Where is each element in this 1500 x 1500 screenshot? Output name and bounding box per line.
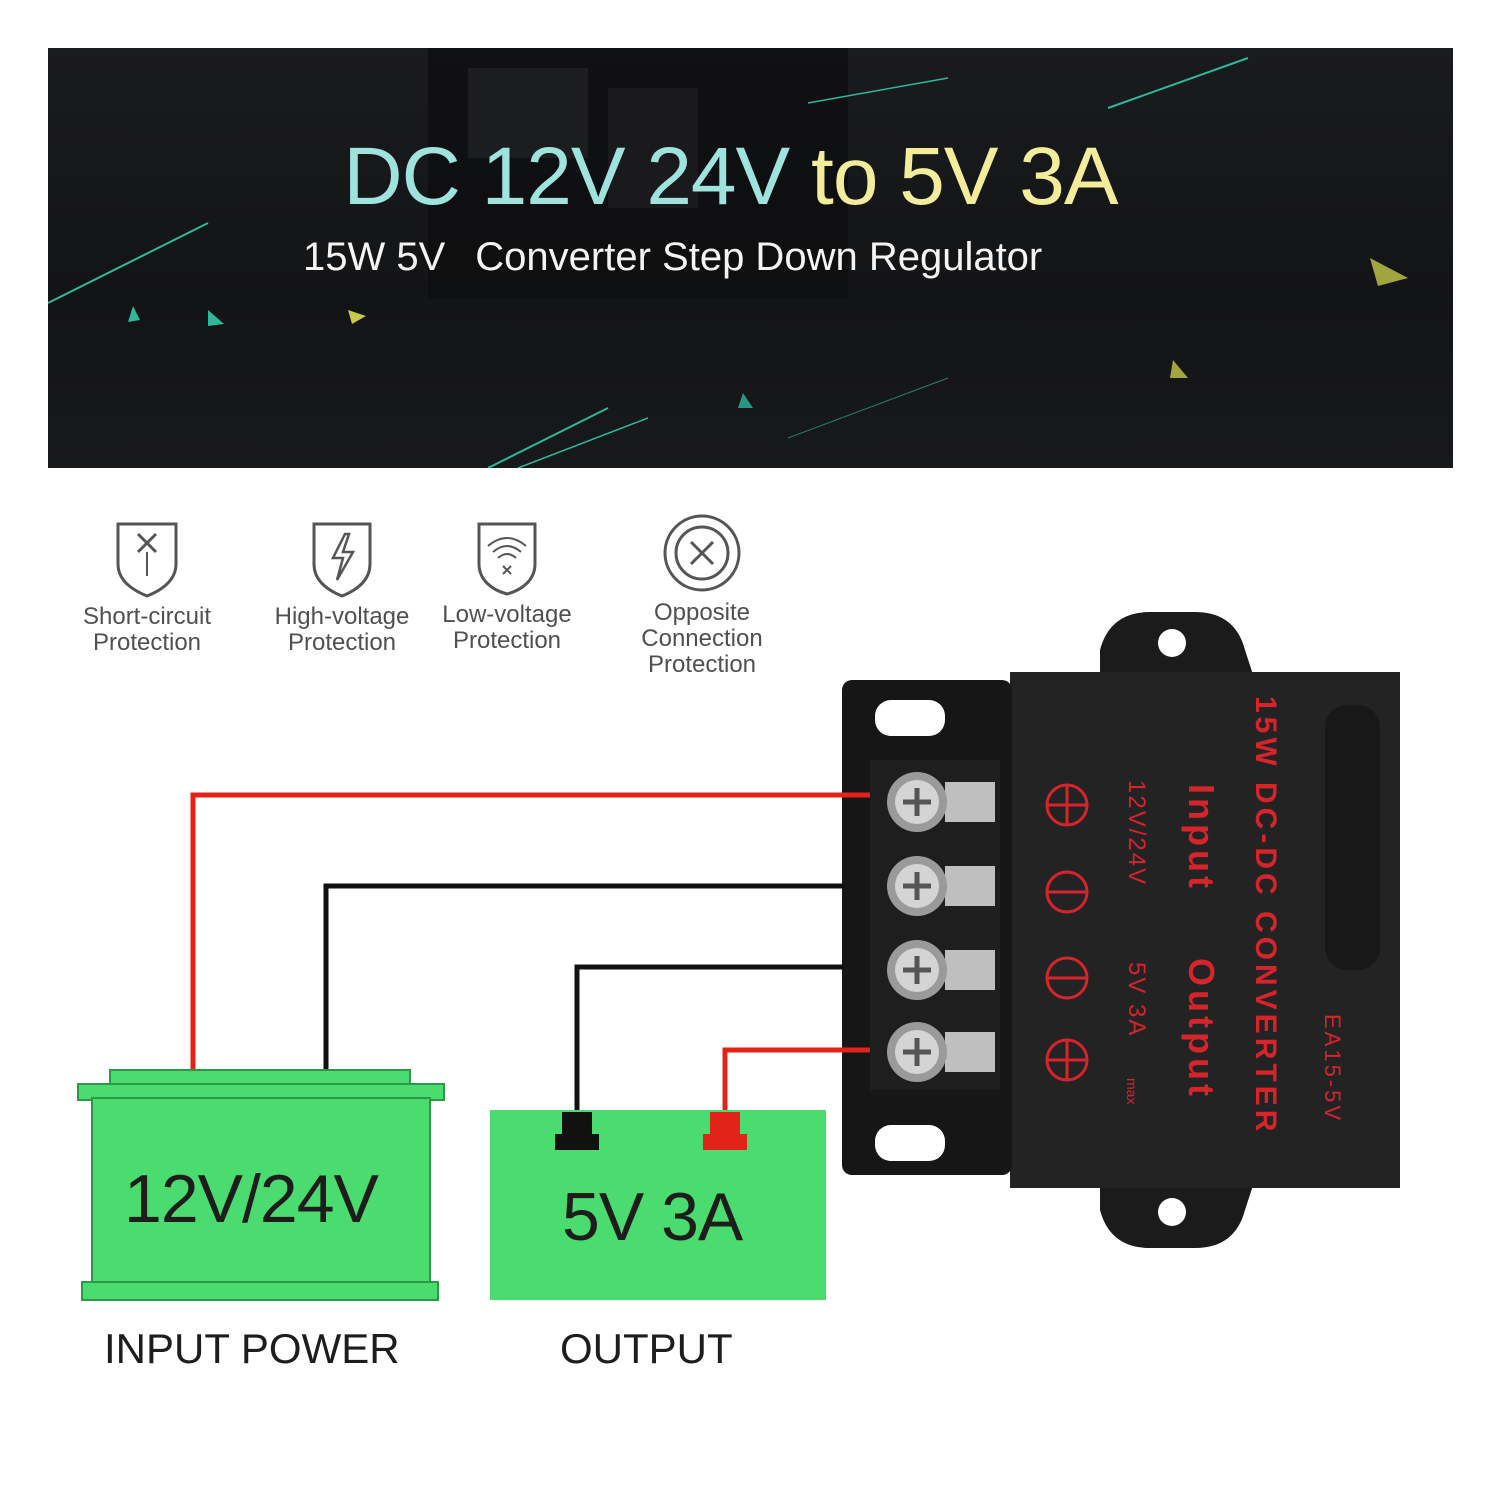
converter-input-voltage: 12V/24V (1123, 780, 1150, 887)
plus-icon (1045, 783, 1089, 827)
converter-module (842, 612, 1400, 1248)
plus-icon (1045, 1038, 1089, 1082)
feature-label: Low-voltage Protection (442, 601, 572, 654)
terminal-screw-2 (887, 856, 995, 916)
title-part-2: to 5V 3A (811, 131, 1119, 222)
terminal-screw-3 (887, 940, 995, 1000)
output-negative-terminal (562, 1112, 592, 1138)
wire-output-negative (574, 964, 845, 1115)
wire-output-positive (722, 1047, 870, 1115)
feature-opposite-connection: Opposite Connection Protection (622, 512, 782, 678)
shield-lightning-icon (312, 522, 372, 598)
wire-input-positive (190, 792, 870, 1082)
feature-short-circuit: Short-circuit Protection (62, 520, 232, 656)
mount-hole-bottom (1158, 1198, 1186, 1226)
terminal-screw-4 (887, 1022, 995, 1082)
slot-bottom (875, 1125, 945, 1161)
minus-icon (1045, 956, 1089, 1000)
input-power-caption: INPUT POWER (104, 1325, 400, 1372)
circle-x-icon (663, 514, 741, 592)
header-banner: DC 12V 24V to 5V 3A 15W 5V Converter Step… (48, 48, 1453, 468)
banner-decoration (48, 48, 1408, 468)
subtitle-part-2: Converter Step Down Regulator (475, 235, 1043, 279)
banner-subtitle: 15W 5V Converter Step Down Regulator (303, 235, 1042, 280)
title-part-1: DC 12V 24V (343, 131, 790, 222)
feature-label: Opposite Connection Protection (641, 599, 763, 678)
shield-wifi-icon (477, 522, 537, 596)
converter-input-text: Input (1181, 784, 1222, 892)
output-positive-terminal (710, 1112, 740, 1138)
shield-cross-icon (116, 522, 178, 598)
subtitle-part-1: 15W 5V (303, 235, 446, 279)
converter-output-rating: 5V 3A (1123, 962, 1150, 1038)
slot-top (875, 700, 945, 736)
converter-model-text: 15W DC-DC CONVERTER (1249, 696, 1282, 1136)
converter-max-text: max (1124, 1078, 1140, 1105)
output-battery (490, 1110, 826, 1300)
converter-part-number: EA15-5V (1320, 1014, 1345, 1124)
wire-input-negative (323, 883, 845, 1082)
input-battery (77, 1069, 445, 1301)
wires (190, 792, 870, 1115)
feature-low-voltage: Low-voltage Protection (432, 520, 582, 654)
minus-icon (1045, 870, 1089, 914)
banner-title: DC 12V 24V to 5V 3A (48, 130, 1433, 224)
feature-label: Short-circuit Protection (82, 603, 212, 656)
input-battery-label: 12V/24V (124, 1161, 379, 1237)
output-battery-label: 5V 3A (562, 1179, 743, 1255)
feature-label: High-voltage Protection (274, 603, 410, 656)
feature-high-voltage: High-voltage Protection (262, 520, 422, 656)
output-caption: OUTPUT (560, 1325, 733, 1372)
converter-output-text: Output (1181, 958, 1222, 1100)
mount-hole-top (1158, 629, 1186, 657)
terminal-screw-1 (887, 772, 995, 832)
